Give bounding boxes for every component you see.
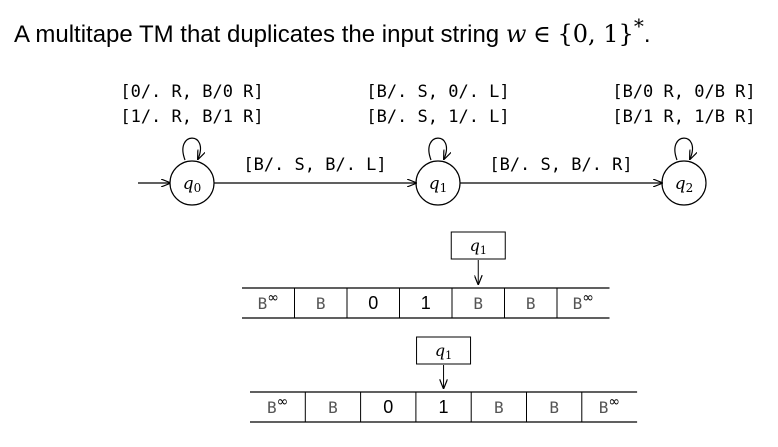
tape-cell: B∞ [258,290,279,313]
tape-cell: B∞ [599,394,620,417]
transition-label-q0-q1: [B/. S, B/. L] [243,155,386,175]
tape-2: q1B∞ B 0 1 B B B∞ [250,336,638,423]
state-q0: q0 [169,160,215,206]
tape-cell: 1 [421,293,431,313]
title-alphabet: {0, 1} [557,20,634,48]
tape-head: q1 [450,231,506,284]
tape-cell: B [316,294,326,313]
tape-cell: 0 [383,397,393,417]
title-text: A multitape TM that duplicates the input… [14,21,500,48]
state-graph: q0 q1 q2 [0/. R, B/0 R] [1/. R, B/1 R] [B/. S… [120,82,756,206]
state-label: q0 [183,174,202,195]
title-variable: w [505,20,527,48]
self-loop-q2 [674,137,693,160]
self-loop-q0 [182,137,201,160]
loop-label-q1-0: [B/. S, 0/. L] [366,82,509,102]
loop-label-q0-0: [0/. R, B/0 R] [120,82,263,102]
state-q2: q2 [661,160,707,206]
tape-cell: B [328,398,338,417]
state-q1: q1 [415,160,461,206]
loop-label-q0-1: [1/. R, B/1 R] [120,107,263,127]
tape-cell: 1 [439,397,449,417]
head-state-label: q1 [470,236,487,257]
tape-cell: B [473,294,483,313]
figure-title: A multitape TM that duplicates the input… [14,14,651,49]
tape-head: q1 [416,336,472,388]
loop-label-q1-1: [B/. S, 1/. L] [366,107,509,127]
tape-cell: B [526,294,536,313]
tape-cell: B [549,398,559,417]
state-label: q2 [675,174,694,195]
loop-label-q2-0: [B/0 R, 0/B R] [612,82,755,102]
state-label: q1 [429,174,448,195]
tape-cell: B∞ [267,394,288,417]
tape-cell: B∞ [573,290,594,313]
title-kleene-star: * [633,14,644,38]
tape-cell: B [494,398,504,417]
tape-cell: 0 [368,293,378,313]
tape-1: q1B∞ B 0 1 B B B∞ [242,231,610,319]
title-period: . [643,21,651,48]
transition-label-q1-q2: [B/. S, B/. R] [489,155,632,175]
head-state-label: q1 [435,341,452,362]
title-element-of: ∈ [533,20,551,48]
head-state-box [416,336,472,365]
loop-label-q2-1: [B/1 R, 1/B R] [612,107,755,127]
head-state-box [450,231,506,260]
self-loop-q1 [428,137,447,160]
